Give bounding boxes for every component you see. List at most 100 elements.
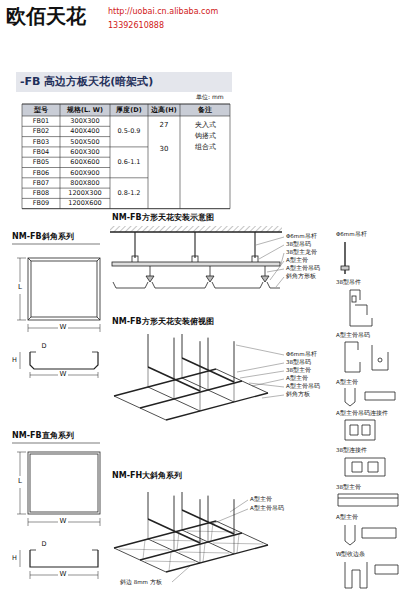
label-text: FB01 [33, 118, 49, 125]
label-text: 500X500 [70, 139, 99, 146]
stroke [22, 104, 23, 209]
label-text: FB02 [33, 128, 49, 135]
label-text: 0.5-0.9 [117, 128, 140, 135]
label-text: 斜边 8mm 方板 [120, 580, 162, 586]
label-text: D [41, 541, 46, 548]
label-text: 厚度(D) [116, 107, 141, 114]
label-text: FB03 [33, 139, 49, 146]
stroke [180, 104, 181, 209]
brand-title: 欧佰天花 [6, 6, 86, 26]
label-text: W [60, 571, 67, 578]
label-text: 1200X300 [68, 190, 101, 197]
label-text: L [18, 478, 22, 485]
stroke [114, 548, 166, 572]
label-text: A型主骨 [286, 258, 308, 264]
stroke [60, 104, 61, 209]
stroke [166, 545, 268, 572]
label-text: A型主骨吊码 [286, 384, 320, 390]
label-text: FB05 [33, 159, 49, 166]
label-text: H [12, 357, 17, 364]
label-text: 边高(H) [151, 107, 176, 114]
table-grid [22, 104, 230, 209]
label-text: 38型吊码 [286, 360, 311, 366]
label-text: 型号 [34, 107, 48, 114]
label-text: D [41, 343, 46, 350]
install-elevation [110, 226, 282, 288]
label-text: NM-FB方形天花安装俯视图 [112, 318, 214, 326]
label-text: 规格(L. W) [67, 107, 103, 114]
label-text: 单位: mm [196, 94, 224, 100]
stroke [148, 367, 149, 387]
stroke [234, 341, 235, 382]
stroke [208, 338, 209, 370]
stroke [148, 334, 149, 367]
stroke [22, 126, 110, 127]
stroke [148, 104, 149, 209]
stroke [182, 334, 183, 358]
stroke [230, 104, 231, 209]
stroke [174, 531, 175, 551]
stroke [22, 177, 110, 178]
label-text: 800X800 [70, 180, 99, 187]
label-text: http://uobai.cn.alibaba.com [108, 8, 218, 16]
table-header [22, 104, 230, 116]
label-text: 27 [160, 122, 169, 129]
square-panel [12, 443, 100, 579]
stroke [114, 396, 166, 420]
install-plan [114, 334, 268, 420]
stroke [148, 492, 149, 519]
label-text: 13392610888 [108, 22, 164, 30]
label-text: 38型主龙骨 [286, 250, 317, 256]
label-text: 400X400 [70, 128, 99, 135]
stroke [110, 177, 148, 178]
label-text: A型主骨吊码连接件 [336, 411, 388, 417]
stroke [110, 146, 148, 147]
label-text: W [60, 324, 67, 331]
label-text: FB06 [33, 170, 49, 177]
label-text: Φ6mm吊杆 [286, 234, 317, 240]
stroke [169, 552, 171, 571]
label-text: 38型连接件 [336, 448, 367, 454]
label-text: A型主骨吊码 [286, 266, 320, 272]
label-text: 600X300 [70, 149, 99, 156]
label-text: 30 [160, 146, 169, 153]
label-text: 300X300 [70, 118, 99, 125]
label-text: 38型主骨 [286, 368, 311, 374]
stroke [203, 543, 205, 562]
label-text: 1200X600 [68, 200, 101, 207]
label-text: NM-FB方形天花安装示意图 [112, 214, 214, 222]
label-text: Φ6mm吊杆 [286, 352, 317, 358]
label-text: L [18, 284, 22, 291]
stroke [110, 104, 111, 209]
label-text: A型主骨 [336, 380, 358, 386]
stroke [237, 534, 239, 553]
stroke [22, 104, 230, 105]
label-text: Φ6mm吊杆 [336, 232, 367, 238]
label-text: 组合式 [195, 144, 216, 151]
title-band [16, 72, 232, 92]
stroke [200, 543, 201, 563]
label-text: A型主骨 [336, 515, 358, 521]
bevel-panel [12, 244, 100, 378]
label-text: NM-FH大斜角系列 [112, 472, 182, 480]
label-text: 钩搭式 [195, 133, 216, 140]
label-text: 斜角方形板 [286, 274, 316, 280]
stroke [166, 393, 268, 420]
stroke [22, 167, 110, 168]
label-text: W [60, 518, 67, 525]
label-text: 0.8-1.2 [117, 190, 140, 197]
label-text: 38型主骨 [336, 485, 361, 491]
label-text: W [60, 371, 67, 378]
stroke [22, 157, 110, 158]
label-text: FB04 [33, 149, 49, 156]
label-text: 斜角方板 [286, 392, 310, 398]
stroke [216, 521, 268, 545]
label-text: FB07 [33, 180, 49, 187]
stroke [174, 338, 175, 379]
stroke [200, 391, 201, 411]
label-text: A型主骨吊码 [250, 506, 284, 512]
label-text: 600X600 [70, 159, 99, 166]
label-text: H [12, 555, 17, 562]
